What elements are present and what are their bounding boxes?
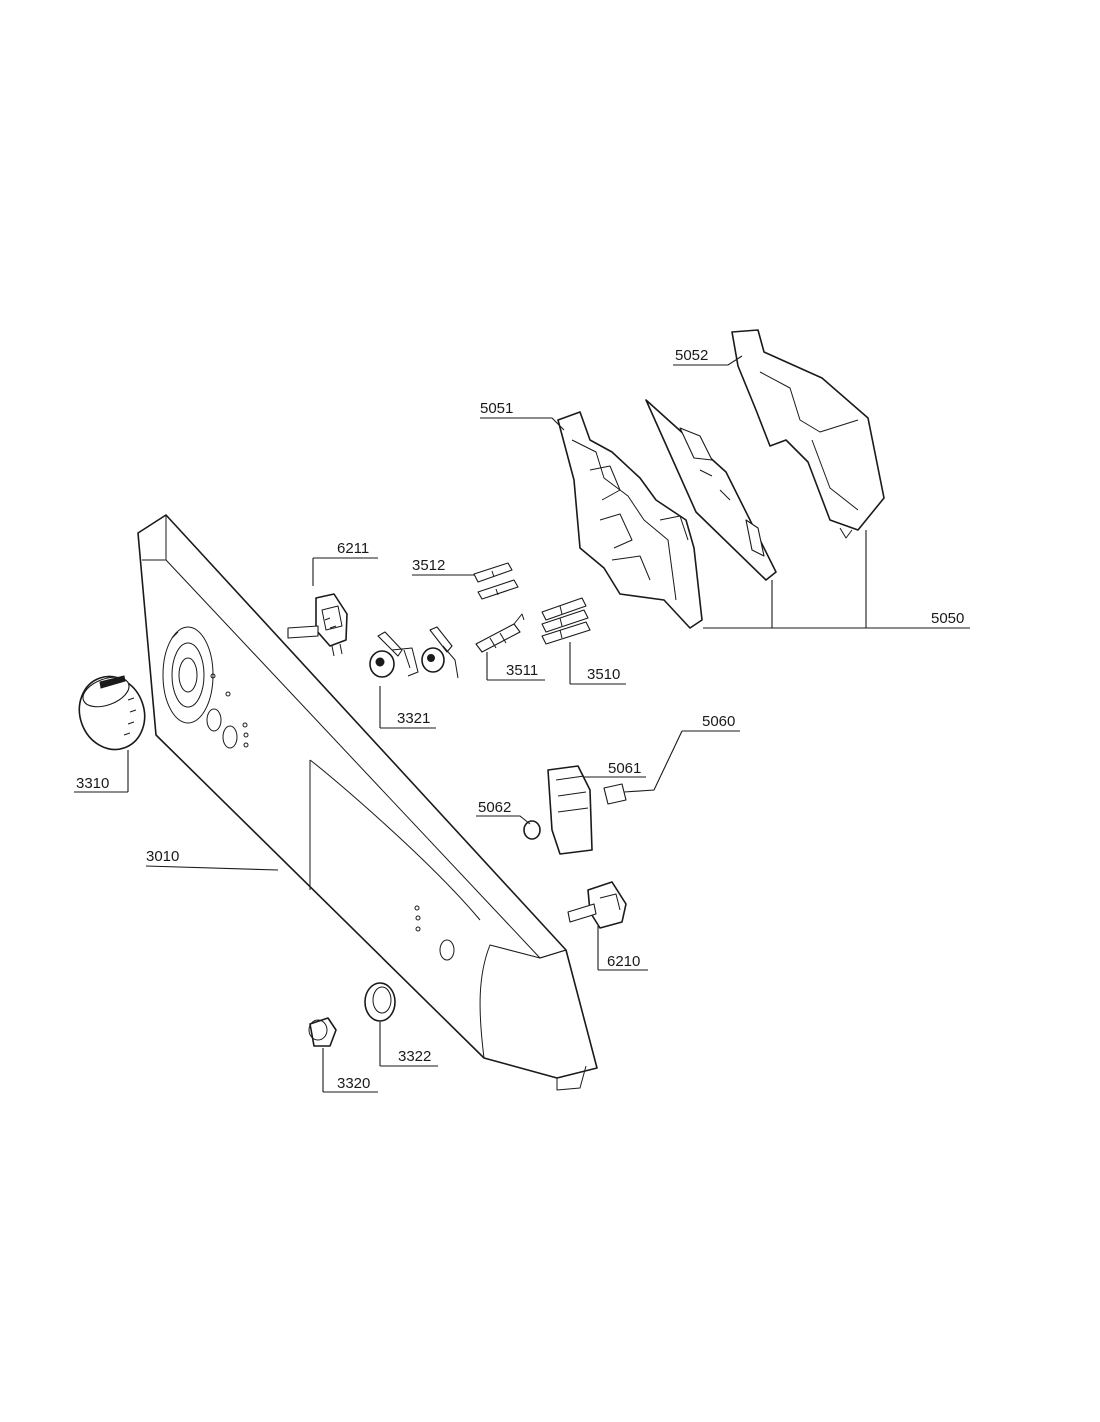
frame-5051 — [557, 411, 703, 629]
label-3512: 3512 — [412, 557, 445, 574]
ring-3322 — [364, 982, 396, 1022]
label-6211: 6211 — [337, 540, 369, 557]
label-5052: 5052 — [675, 347, 708, 364]
label-3320: 3320 — [337, 1075, 370, 1092]
label-3511: 3511 — [506, 662, 538, 679]
knob-3310 — [78, 675, 146, 751]
label-5061: 5061 — [608, 760, 641, 777]
door-lock-5061-5062 — [523, 765, 627, 855]
switch-pair-3321 — [369, 626, 459, 679]
label-5051: 5051 — [480, 400, 513, 417]
label-6210: 6210 — [607, 953, 640, 970]
label-5060: 5060 — [702, 713, 735, 730]
cover-5052 — [731, 329, 885, 539]
control-panel-3010 — [137, 514, 598, 1091]
switch-6211 — [287, 593, 348, 657]
button-cap-3320 — [308, 1017, 337, 1047]
label-5050: 5050 — [931, 610, 964, 627]
label-3310: 3310 — [76, 775, 109, 792]
leader-lines — [74, 355, 970, 1093]
switch-6210 — [567, 881, 627, 929]
label-3010: 3010 — [146, 848, 179, 865]
probe-3511 — [475, 613, 525, 653]
label-3321: 3321 — [397, 710, 430, 727]
label-3322: 3322 — [398, 1048, 431, 1065]
label-3510: 3510 — [587, 666, 620, 683]
label-5062: 5062 — [478, 799, 511, 816]
lamp-holders-3512 — [473, 562, 519, 600]
circuit-board — [645, 399, 777, 581]
lamp-bundle-3510 — [541, 597, 591, 645]
